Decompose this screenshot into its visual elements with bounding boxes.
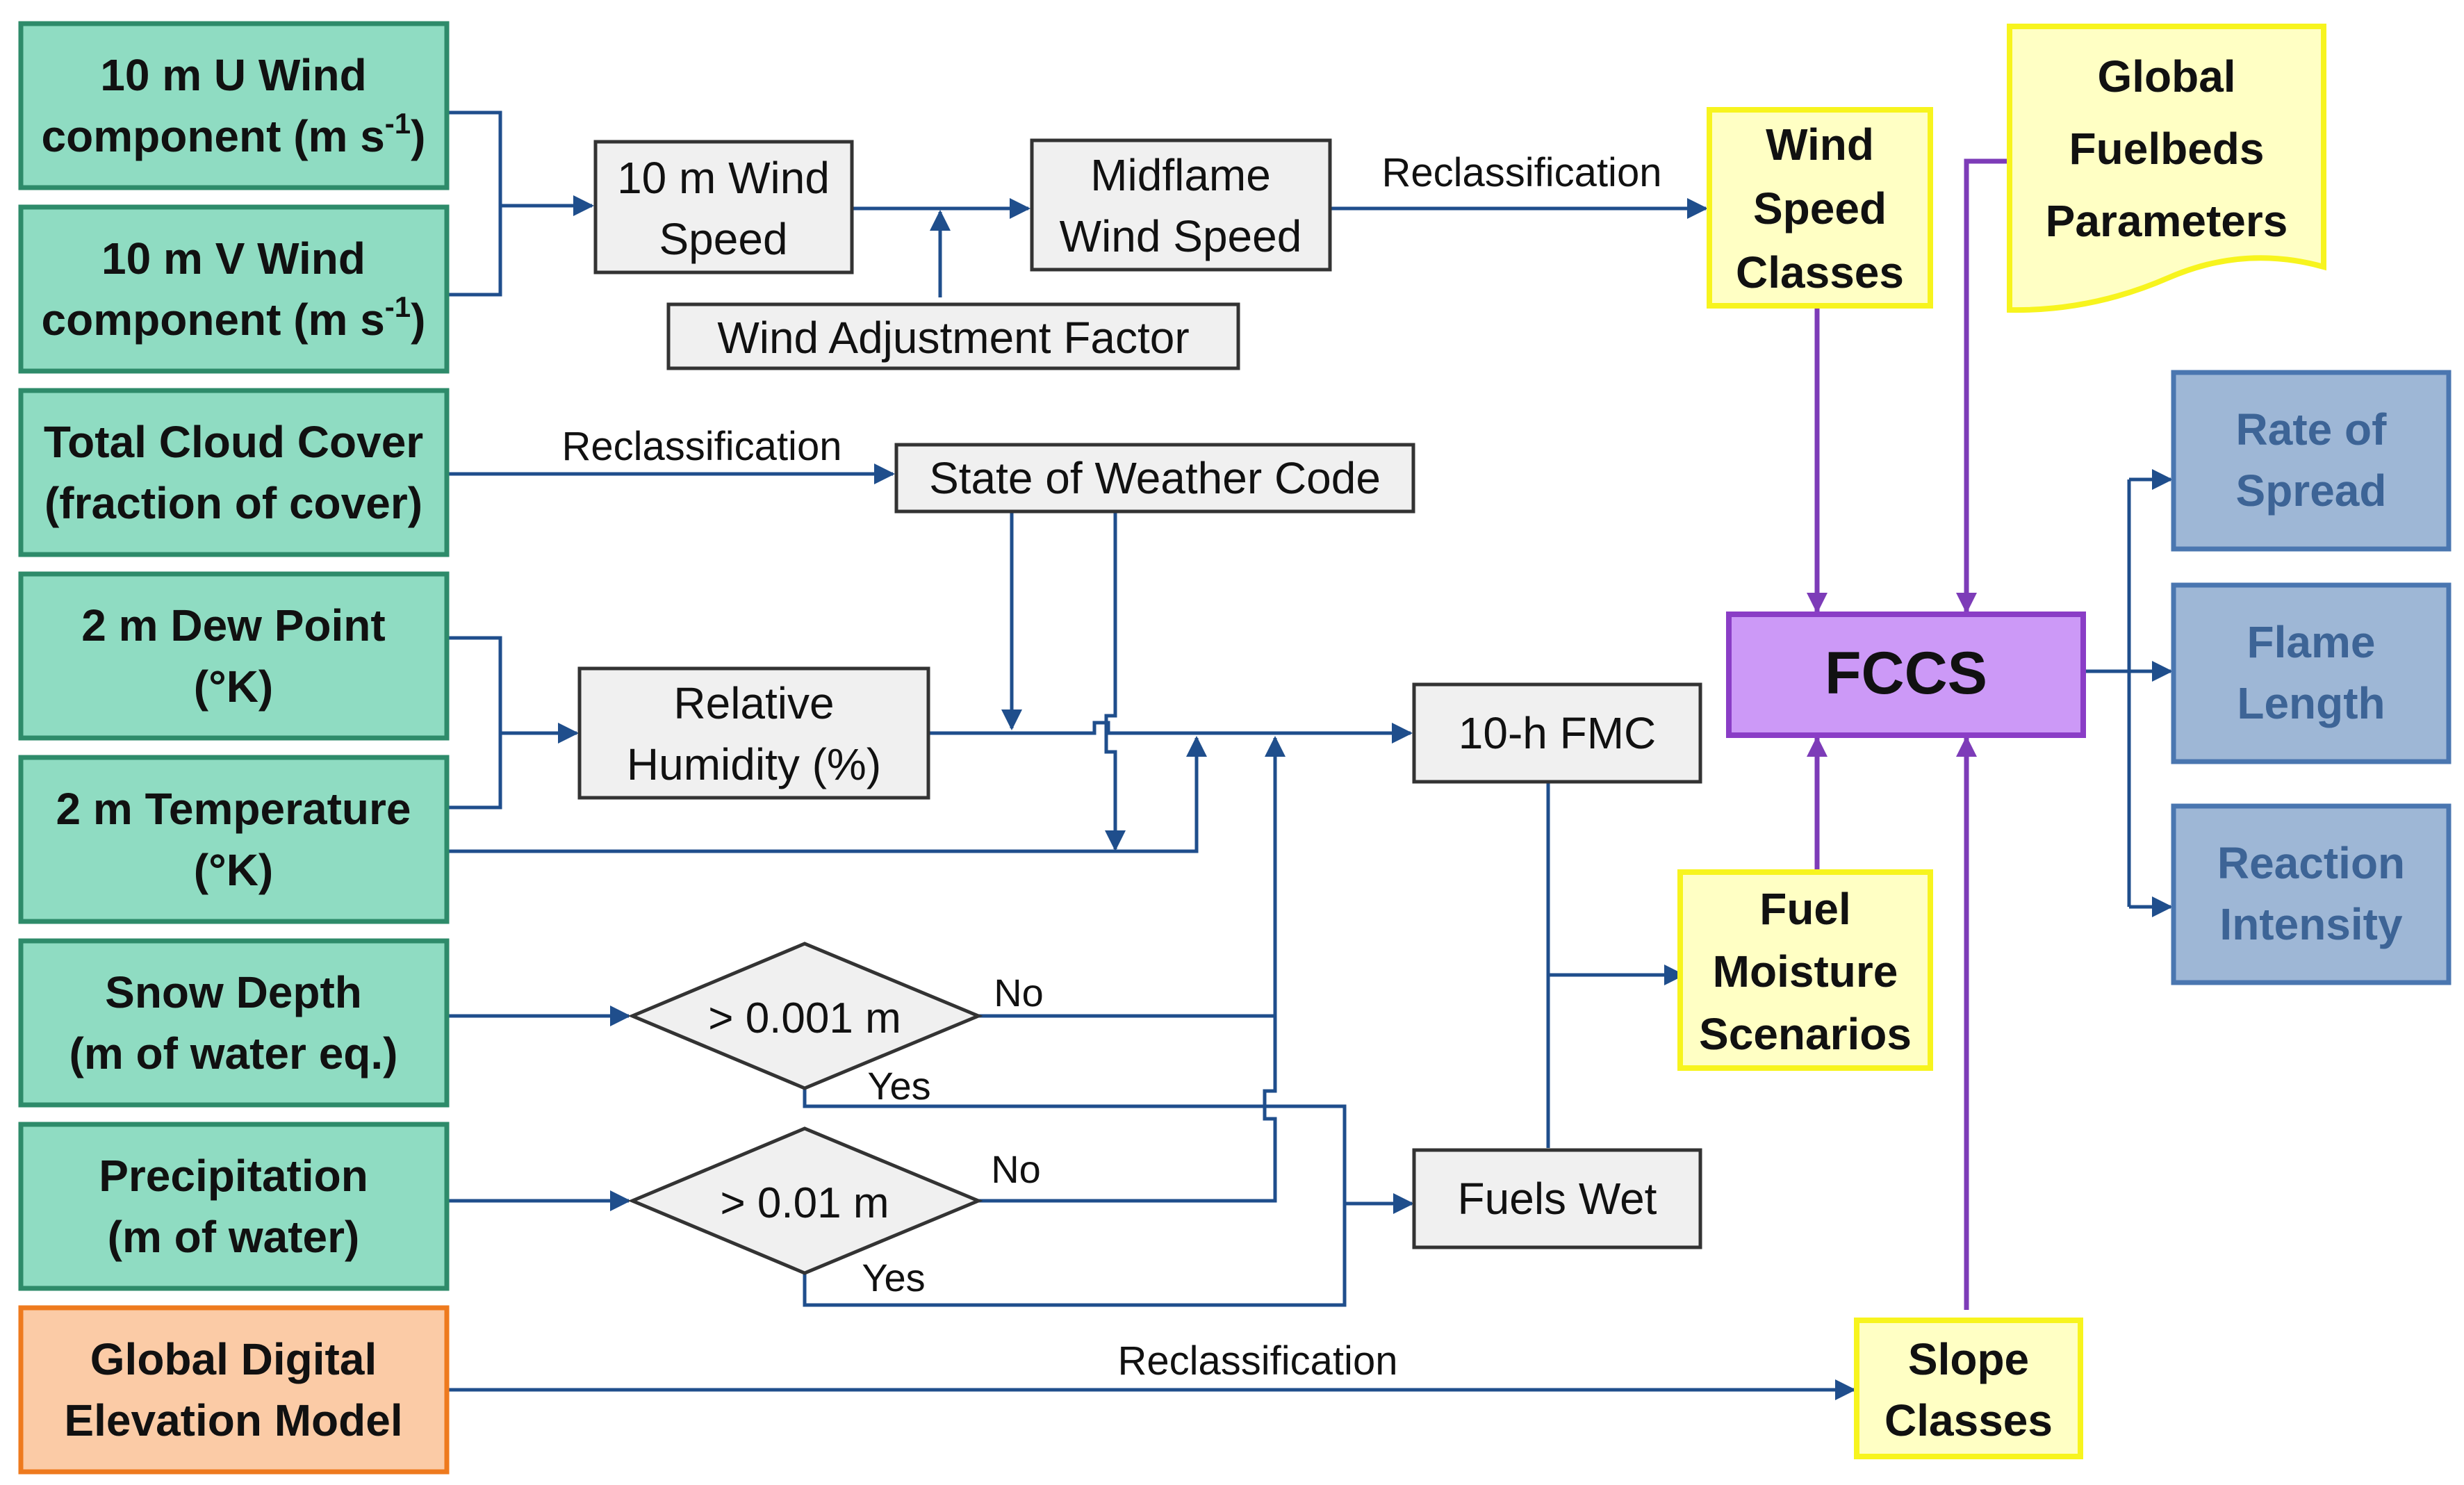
edge-label-precip-yes: Yes [862, 1256, 925, 1299]
input-precipitation: Precipitation (m of water) [18, 1122, 450, 1291]
process-waf: Wind Adjustment Factor [666, 302, 1240, 370]
connector-v-wind [447, 206, 502, 297]
input-v-wind-line2: component (m s-1) [42, 290, 426, 345]
connector-snow-yes [803, 1088, 1347, 1307]
input-dem: Global Digital Elevation Model [18, 1305, 450, 1475]
output-rate-of-spread: Rate of Spread [2171, 370, 2451, 552]
class-wind-line2: Speed [1753, 183, 1887, 233]
class-fuelbeds-line3: Parameters [2046, 196, 2288, 246]
arrow-swc-down-b [1104, 513, 1126, 851]
input-u-wind-line1: 10 m U Wind [100, 50, 366, 100]
output-ros-line1: Rate of [2236, 404, 2388, 454]
model-fccs-label: FCCS [1825, 640, 1987, 707]
arrow-rh-to-fmc [928, 721, 1413, 744]
connector-u-wind [447, 110, 502, 206]
input-precip-line2: (m of water) [108, 1212, 360, 1262]
edge-label-snow-no: No [994, 971, 1044, 1015]
input-precip-line1: Precipitation [99, 1151, 368, 1201]
input-snow-line2: (m of water eq.) [69, 1028, 398, 1078]
input-dew-line2: (°K) [194, 662, 273, 712]
input-temp-line2: (°K) [194, 845, 273, 895]
class-wind-line3: Classes [1736, 247, 1904, 297]
class-slope-line2: Classes [1884, 1395, 2053, 1445]
decision-precip-label: > 0.01 m [721, 1179, 889, 1227]
flow-connectors [447, 110, 2173, 1400]
input-cloud-line2: (fraction of cover) [44, 478, 422, 528]
connector-temp [447, 733, 502, 810]
class-fuelbeds: Global Fuelbeds Parameters [2007, 24, 2326, 313]
process-rh: Relative Humidity (%) [577, 666, 930, 800]
decision-snow: > 0.001 m [627, 942, 983, 1090]
input-temperature: 2 m Temperature (°K) [18, 755, 450, 924]
process-waf-label: Wind Adjustment Factor [717, 313, 1189, 363]
class-slope-line1: Slope [1908, 1334, 2029, 1384]
process-midflame-line1: Midflame [1090, 150, 1271, 200]
process-rh-line2: Humidity (%) [627, 739, 881, 789]
process-midflame: Midflame Wind Speed [1030, 138, 1332, 272]
decision-snow-label: > 0.001 m [708, 994, 901, 1042]
output-flame-length: Flame Length [2171, 582, 2451, 764]
edge-label-reclass-wind: Reclassification [1382, 150, 1662, 195]
process-fuels-wet-label: Fuels Wet [1458, 1174, 1657, 1224]
process-midflame-line2: Wind Speed [1060, 211, 1302, 261]
process-swc-label: State of Weather Code [929, 453, 1381, 503]
input-dew-line1: 2 m Dew Point [81, 600, 385, 650]
model-connectors [1807, 158, 2010, 1310]
process-swc: State of Weather Code [894, 443, 1415, 514]
input-u-wind-line2: component (m s-1) [42, 107, 426, 161]
input-snow-line1: Snow Depth [105, 967, 362, 1017]
edge-label-reclass-dem: Reclassification [1118, 1338, 1398, 1384]
input-dem-line2: Elevation Model [64, 1395, 402, 1445]
process-wind10: 10 m Wind Speed [593, 140, 854, 274]
arrow-no-up [978, 738, 1275, 1203]
input-temp-line1: 2 m Temperature [56, 784, 411, 834]
process-rh-line1: Relative [673, 678, 834, 728]
output-flame-line2: Length [2237, 678, 2385, 728]
arrow-temp-up [447, 736, 1207, 853]
output-flame-line1: Flame [2247, 617, 2376, 667]
process-wind10-line2: Speed [659, 214, 787, 264]
decision-precip: > 0.01 m [627, 1126, 983, 1275]
connector-dew [447, 636, 502, 733]
output-ros-line2: Spread [2236, 466, 2387, 516]
process-fmc: 10-h FMC [1412, 682, 1702, 784]
class-fuelbeds-line2: Fuelbeds [2069, 124, 2265, 174]
class-moisture-line3: Scenarios [1699, 1009, 1912, 1059]
input-snow-depth: Snow Depth (m of water eq.) [18, 938, 450, 1108]
process-fmc-label: 10-h FMC [1459, 708, 1657, 758]
process-wind10-line1: 10 m Wind [617, 153, 830, 203]
input-u-wind: 10 m U Wind component (m s-1) [18, 21, 450, 190]
input-dew-point: 2 m Dew Point (°K) [18, 571, 450, 741]
edge-label-snow-yes: Yes [867, 1064, 930, 1108]
class-moisture-line2: Moisture [1713, 946, 1898, 996]
edge-label-precip-no: No [991, 1147, 1041, 1191]
class-wind-speed: Wind Speed Classes [1707, 107, 1933, 309]
process-fuels-wet: Fuels Wet [1412, 1148, 1702, 1249]
output-reaction-line1: Reaction [2217, 838, 2405, 888]
output-reaction-intensity: Reaction Intensity [2171, 803, 2451, 985]
output-reaction-line2: Intensity [2219, 899, 2403, 949]
model-fccs: FCCS [1726, 612, 2086, 738]
input-v-wind-line1: 10 m V Wind [101, 233, 366, 284]
edge-label-reclass-cloud: Reclassification [562, 424, 842, 469]
class-fuelbeds-line1: Global [2097, 51, 2235, 101]
input-cloud-cover: Total Cloud Cover (fraction of cover) [18, 388, 450, 557]
class-slope: Slope Classes [1854, 1318, 2083, 1459]
arrow-fuelbeds-to-fccs [1956, 158, 2010, 614]
input-cloud-line1: Total Cloud Cover [44, 417, 423, 467]
class-moisture: Fuel Moisture Scenarios [1677, 869, 1933, 1071]
input-dem-line1: Global Digital [90, 1334, 377, 1384]
class-wind-line1: Wind [1766, 120, 1874, 170]
input-v-wind: 10 m V Wind component (m s-1) [18, 204, 450, 374]
class-moisture-line1: Fuel [1759, 884, 1851, 934]
